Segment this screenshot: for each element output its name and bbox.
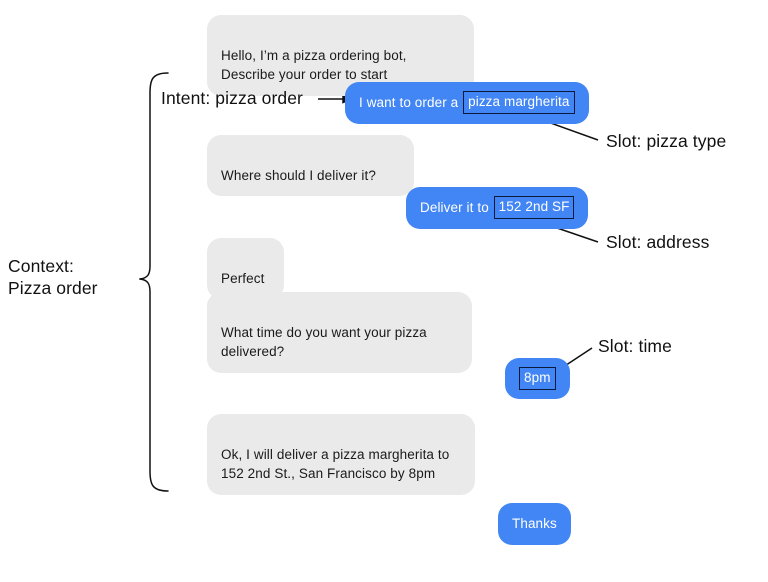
user-message-order-request: I want to order a pizza margherita: [345, 82, 596, 124]
bot-message-ask-address: Where should I deliver it?: [207, 135, 414, 197]
user-message-give-address: Deliver it to 152 2nd SF: [406, 187, 596, 229]
bot-message-perfect: Perfect: [207, 238, 284, 300]
message-text-prefix: I want to order a: [359, 95, 463, 110]
slot-highlight-time: 8pm: [519, 367, 556, 391]
bot-message-confirmation: Ok, I will deliver a pizza margherita to…: [207, 414, 475, 495]
message-text: Where should I deliver it?: [221, 167, 376, 183]
slot-highlight-address: 152 2nd SF: [493, 196, 575, 220]
user-message-thanks: Thanks: [498, 503, 578, 545]
user-message-give-time: 8pm: [505, 358, 577, 400]
context-brace: [139, 72, 169, 492]
message-text: Ok, I will deliver a pizza margherita to…: [221, 446, 450, 482]
message-text: Perfect: [221, 270, 265, 286]
message-text-prefix: Deliver it to: [420, 200, 493, 215]
message-text: Hello, I’m a pizza ordering bot, Describ…: [221, 47, 407, 83]
slot-address-label: Slot: address: [606, 232, 710, 252]
message-text: What time do you want your pizza deliver…: [221, 324, 427, 360]
slot-time-label: Slot: time: [598, 336, 672, 356]
bot-message-ask-time: What time do you want your pizza deliver…: [207, 292, 472, 373]
slot-pizza-type-label: Slot: pizza type: [606, 131, 727, 151]
intent-label: Intent: pizza order: [161, 88, 303, 108]
message-text: Thanks: [512, 516, 557, 531]
context-label: Context: Pizza order: [8, 256, 98, 298]
slot-highlight-pizza-type: pizza margherita: [463, 91, 575, 115]
